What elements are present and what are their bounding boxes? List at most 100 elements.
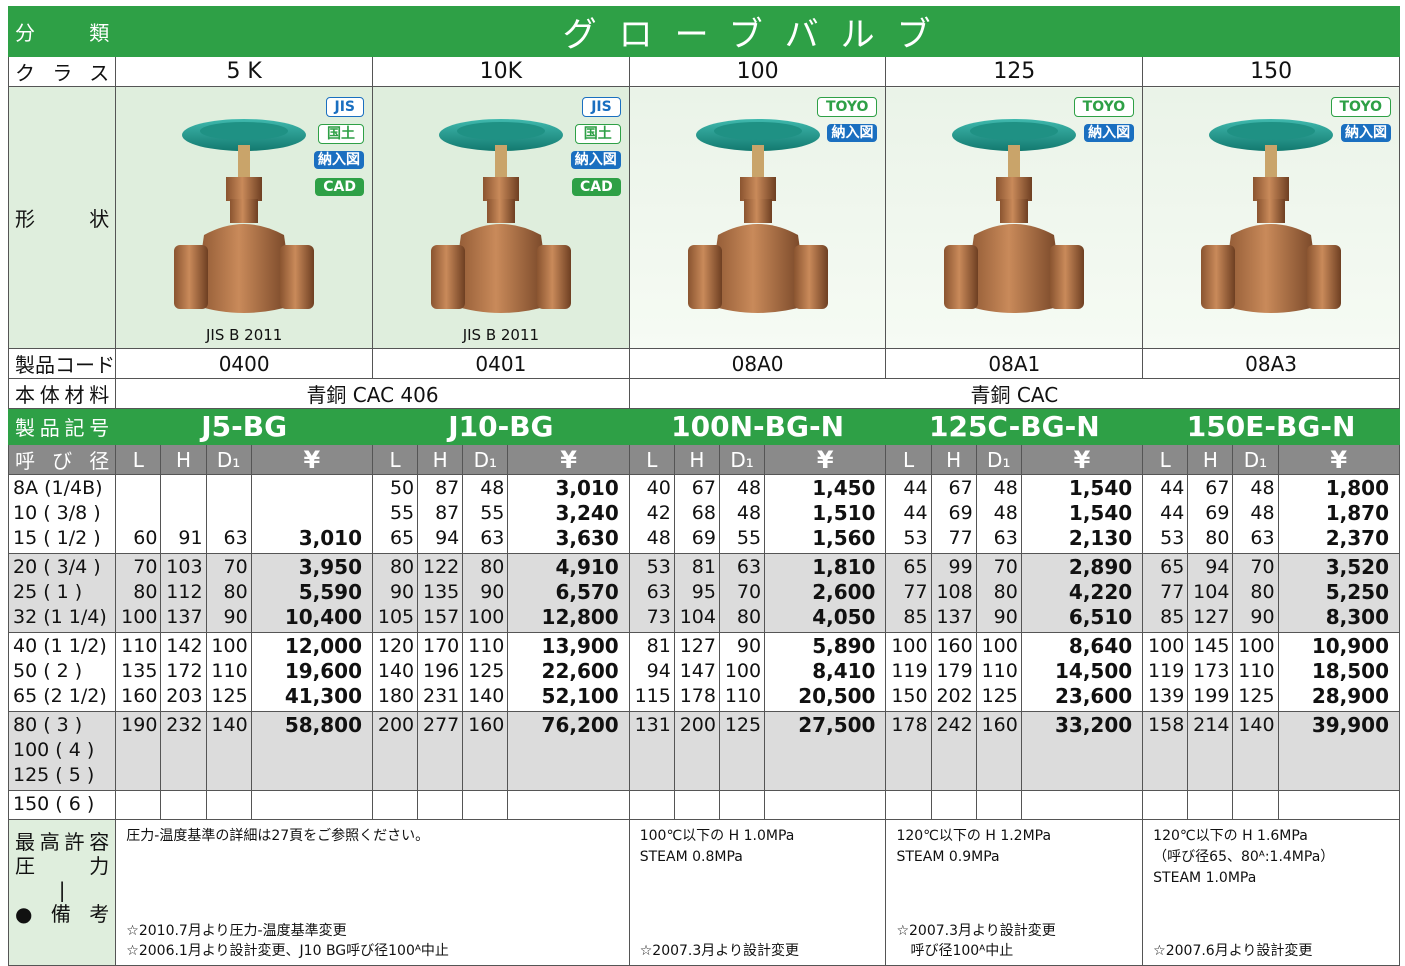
price-value: 3,010 [555, 476, 619, 500]
price-value [510, 792, 618, 817]
price-value: 8,300 [1325, 605, 1389, 629]
dimension-value [889, 738, 927, 763]
dimension-value: 277 [423, 714, 460, 736]
dimension-value [633, 763, 671, 788]
dimension-value [210, 792, 248, 817]
dimension-value: 125 [724, 714, 762, 736]
note-line: （呼び径65、80ᴬ:1.4MPa） [1153, 849, 1335, 865]
price-value: 5,590 [298, 580, 363, 604]
dimension-value: 172 [166, 660, 203, 682]
dimension-value: 140 [377, 660, 415, 682]
price-cell: 27,500 [764, 711, 887, 791]
dimension-value: 55 [389, 502, 415, 524]
price-value [1024, 792, 1132, 817]
price-value [1281, 763, 1389, 788]
dimension-value: 110 [211, 660, 248, 682]
note-line: 120℃以下の H 1.2MPa [896, 828, 1052, 844]
product-code: 0401 [372, 348, 630, 379]
dimension-value: 90 [993, 606, 1018, 628]
dimension-value [1236, 738, 1274, 763]
price-value: 28,900 [1311, 684, 1389, 708]
dimension-value: 125 [468, 660, 505, 682]
dimension-value: 178 [891, 714, 928, 736]
dimension-value [210, 738, 248, 763]
price-value: 4,910 [555, 555, 619, 579]
dimension-value [980, 792, 1018, 817]
badge-mlit: 国土 [574, 124, 621, 144]
dimension-value [421, 738, 459, 763]
standard-label: JIS B 2011 [462, 326, 540, 344]
dimension-value: 44 [903, 502, 928, 524]
dimension-value: 68 [691, 502, 716, 524]
globe-valve-image [934, 105, 1094, 325]
height-cell [160, 790, 207, 820]
dimension-value: 231 [423, 685, 460, 707]
badge-delivery-drawing: 納入図 [570, 151, 621, 169]
size-cell: 20 ( 3/4 )25 ( 1 )32 (1 1/4) [7, 553, 117, 633]
length-cell: 190 [115, 711, 162, 791]
dimension-value: 142 [166, 635, 203, 657]
subheader-h: H [160, 444, 207, 475]
size-value: 65 (2 1/2) [13, 685, 107, 707]
dimension-value: 103 [166, 556, 203, 578]
price-value: 5,890 [812, 634, 876, 658]
price-value: 1,870 [1325, 501, 1389, 525]
dimension-value: 125 [981, 685, 1018, 707]
note-line: 100℃以下の H 1.0MPa [639, 828, 795, 844]
dimension-value: 80 [993, 581, 1018, 603]
product-code-label: 製品コード [7, 348, 117, 379]
dimension-value: 53 [646, 556, 671, 578]
dimension-value: 63 [480, 527, 505, 549]
dimension-value: 178 [679, 685, 716, 707]
dimension-value: 95 [691, 581, 716, 603]
product-code: 0400 [115, 348, 374, 379]
note-line: ☆2010.7月より圧力-温度基準変更 [126, 923, 347, 939]
dimension-value: 110 [121, 635, 158, 657]
dimension-value: 100 [1238, 635, 1275, 657]
dimension-value [466, 763, 504, 788]
height-cell: 91 [160, 474, 207, 554]
dimension-value: 67 [1205, 477, 1230, 499]
price-value: 58,800 [284, 713, 363, 737]
dimension-value: 137 [166, 606, 203, 628]
price-value: 4,220 [1068, 580, 1133, 604]
dimension-value: 50 [389, 477, 415, 499]
dimension-value: 119 [1148, 660, 1185, 682]
subheader-h: H [1187, 444, 1234, 475]
dimension-value [935, 792, 973, 817]
dimension-value: 77 [948, 527, 973, 549]
size-value: 32 (1 1/4) [13, 606, 107, 628]
price-value: 1,450 [812, 476, 876, 500]
dimension-value: 42 [646, 502, 671, 524]
price-value: 10,900 [1311, 634, 1389, 658]
dimension-value: 53 [1160, 527, 1185, 549]
dimension-value: 100 [121, 606, 158, 628]
size-value: 15 ( 1/2 ) [13, 527, 101, 549]
dimension-value: 53 [903, 527, 928, 549]
length-cell: 60 [115, 474, 162, 554]
diameter-cell [975, 790, 1022, 820]
price-value: 3,950 [298, 555, 363, 579]
price-cell: 58,800 [250, 711, 374, 791]
dimension-value [1146, 792, 1184, 817]
dimension-value: 127 [679, 635, 716, 657]
subheader-l: L [628, 444, 675, 475]
dimension-value [164, 501, 202, 526]
note-line: ☆2006.1月より設計変更、J10 BG呼び径100ᴬ中止 [126, 943, 449, 959]
price-value: 20,500 [798, 684, 876, 708]
